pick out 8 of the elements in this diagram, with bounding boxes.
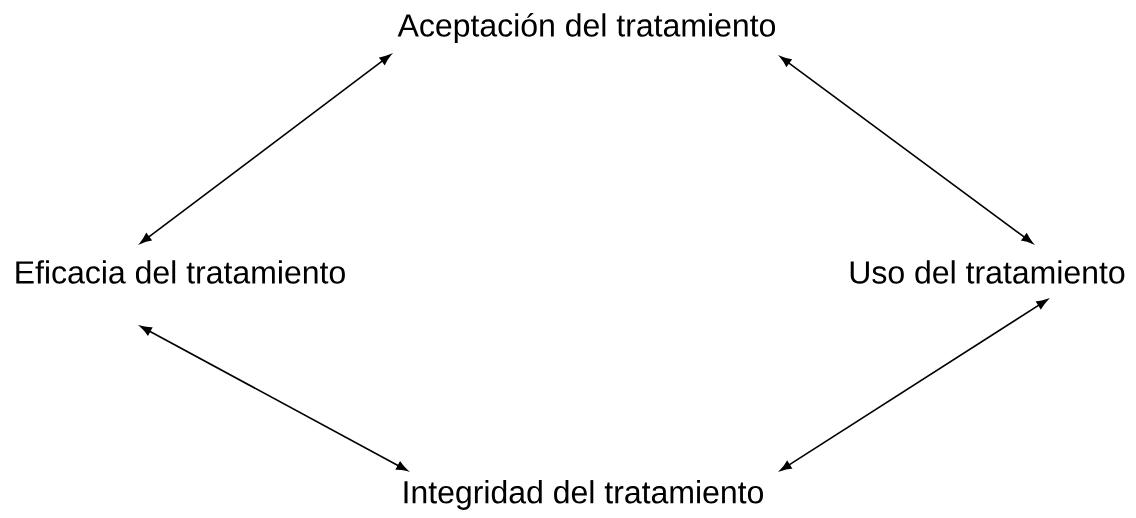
double-arrow [780, 56, 1033, 244]
text-label: Uso del tratamiento [850, 260, 1125, 284]
double-arrow [140, 325, 408, 472]
text-label: Integridad del tratamiento [404, 480, 764, 510]
text-label: Eficacia del tratamiento [16, 260, 345, 284]
double-arrow [780, 299, 1048, 471]
double-arrow [139, 54, 392, 244]
text-label: Aceptación del tratamiento [397, 12, 776, 44]
